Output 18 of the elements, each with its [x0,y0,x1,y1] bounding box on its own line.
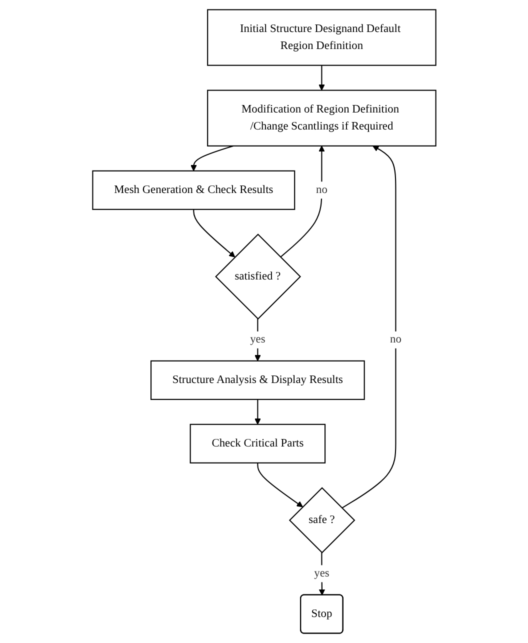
edge-label: yes [250,333,266,346]
arrow [280,146,325,258]
arrow [192,209,235,258]
arrow [341,146,396,508]
node-diamond: satisfied ? [214,234,301,320]
node-box: Modification of Region Definition /Change Scantlings if Required [206,90,436,146]
node-box: Structure Analysis & Display Results [150,360,365,400]
arrow [256,462,303,508]
edge-label: yes [314,567,330,580]
node-box: Initial Structure Designand Default Region Definition [206,9,436,66]
arrow [318,65,325,91]
arrow [190,145,234,172]
edge-label: no [390,333,402,346]
node-box: Mesh Generation & Check Results [92,170,295,210]
node-box: Check Critical Parts [190,424,326,464]
edge-label: no [316,184,328,196]
node-diamond: safe ? [288,487,355,554]
arrow [254,399,261,425]
